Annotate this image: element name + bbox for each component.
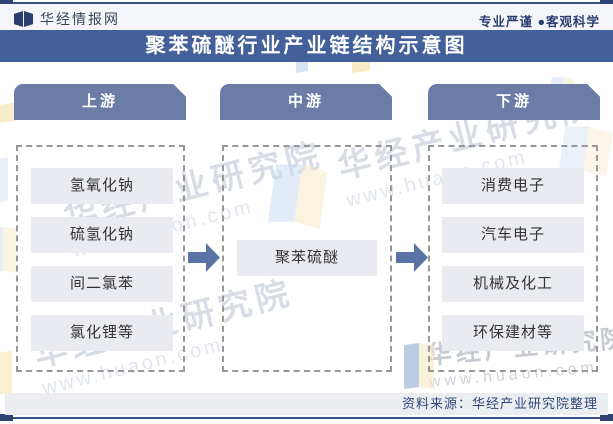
brand-name: 华经情报网 (40, 11, 120, 27)
downstream-item-2: 汽车电子 (442, 217, 584, 253)
watermark-fragment (0, 157, 8, 203)
watermark-fragment (0, 350, 12, 396)
header-strip (0, 4, 613, 30)
downstream-item-1: 消费电子 (442, 168, 584, 204)
page-title: 聚苯硫醚行业产业链结构示意图 (0, 30, 613, 62)
top-rule-left-cap (0, 0, 13, 7)
bottom-rule-left-cap (0, 414, 13, 421)
downstream-group-box (428, 145, 598, 372)
upstream-item-2: 硫氢化钠 (31, 217, 173, 253)
right-arrow-icon (188, 243, 220, 272)
source-note: 资料来源：华经产业研究院整理 (5, 393, 608, 415)
upstream-item-3: 间二氯苯 (31, 266, 173, 302)
watermark-book-icon (0, 227, 16, 273)
brand: 华经情报网 (14, 9, 120, 29)
tab-upstream: 上游 (14, 84, 186, 120)
bottom-rule (0, 417, 613, 419)
downstream-item-3: 机械及化工 (442, 266, 584, 302)
top-rule (0, 2, 613, 4)
downstream-item-4: 环保建材等 (442, 315, 584, 351)
tab-midstream: 中游 (220, 84, 392, 120)
tab-downstream: 下游 (428, 84, 600, 120)
open-book-logo-icon (14, 11, 33, 27)
right-arrow-icon (396, 243, 428, 272)
watermark-fragment (296, 60, 308, 73)
slogan-text: 专业严谨 ●客观科学 (478, 15, 600, 29)
upstream-item-4: 氯化锂等 (31, 315, 173, 351)
midstream-group-box (222, 145, 392, 372)
midstream-item-1: 聚苯硫醚 (237, 240, 377, 276)
upstream-group-box (16, 145, 185, 372)
bottom-rule-right-cap (600, 414, 613, 421)
top-rule-right-cap (600, 0, 613, 7)
upstream-item-1: 氢氧化钠 (31, 168, 173, 204)
